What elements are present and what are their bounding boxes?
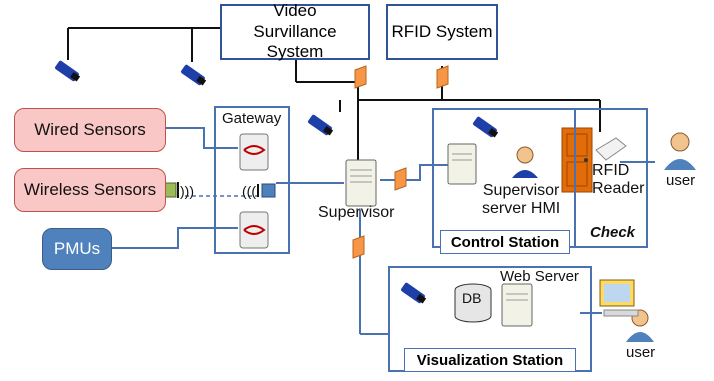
control-station-tag: Control Station [440, 230, 570, 254]
check-frame [574, 108, 648, 248]
svg-text:(((: ((( [242, 183, 256, 199]
wired-sensors-box: Wired Sensors [14, 108, 166, 152]
visualization-station-tag: Visualization Station [404, 348, 576, 372]
supervisor-server-icon [345, 159, 377, 207]
supervisor-hmi-line1: Supervisor [482, 182, 560, 199]
user-icons [626, 132, 696, 342]
supervisor-label: Supervisor [318, 204, 395, 221]
control-server-icon [447, 143, 477, 185]
rfid-reader-label: RFID Reader [592, 162, 644, 199]
check-label: Check [590, 224, 636, 241]
user-bottom-label: user [626, 344, 656, 361]
rfid-system-label: RFID System [391, 21, 493, 41]
supervisor-hmi-line2: server HMI [482, 200, 561, 218]
wireless-sensors-label: Wireless Sensors [23, 180, 157, 199]
user-top-label: user [666, 172, 696, 189]
network-links [112, 127, 655, 335]
rfid-system-box: RFID System [386, 4, 498, 60]
video-surveillance-label: Video Survillance System [253, 1, 337, 62]
wireless-sensors-box: Wireless Sensors [14, 168, 166, 212]
db-icon [454, 283, 492, 323]
rfid-reader-line1: RFID [592, 162, 630, 179]
camera-icons [55, 60, 499, 304]
wired-sensors-label: Wired Sensors [34, 120, 146, 139]
pmus-label: PMUs [53, 239, 101, 258]
firewall-icons [352, 65, 449, 259]
web-server-icon [501, 283, 533, 327]
computer-icon [599, 279, 639, 317]
rfid-reader-line2: Reader [592, 180, 645, 198]
web-server-label: Web Server [500, 268, 579, 285]
operator-icon [512, 146, 538, 178]
video-surveillance-system-box: Video Survillance System [220, 1, 370, 62]
wireless-antenna: ))) [161, 182, 194, 199]
supervisor-hmi-label: Supervisor server HMI [482, 182, 560, 219]
gateway-devices: ((( [239, 133, 276, 249]
db-label: DB [462, 290, 482, 306]
gateway-frame [214, 106, 290, 254]
door-icon [561, 127, 593, 193]
gateway-label: Gateway [222, 110, 282, 127]
svg-text:))): ))) [180, 183, 194, 199]
pmus-box: PMUs [42, 228, 112, 270]
rfid-reader-icon [595, 137, 627, 161]
